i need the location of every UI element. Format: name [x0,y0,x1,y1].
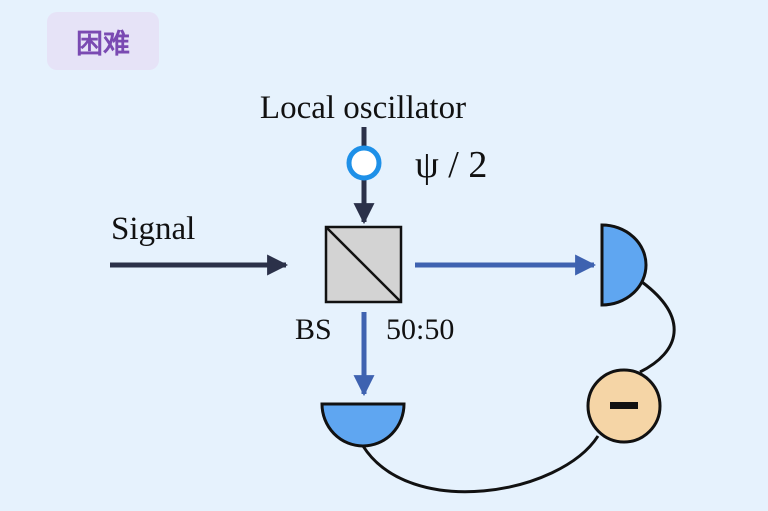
local-oscillator-label: Local oscillator [260,90,466,126]
split-ratio-label: 50:50 [386,313,454,346]
beam-splitter-icon [324,225,403,304]
minus-circle-icon [586,368,662,444]
difficulty-badge: 困难 [47,12,159,70]
beam-splitter-label: BS [295,313,332,346]
phase-shifter-icon [346,145,382,181]
photodetector-right-icon [600,223,648,307]
wire-bottom-detector [361,435,600,494]
photodetector-bottom-icon [320,402,406,448]
phase-label: ψ / 2 [415,144,487,186]
wire-right-detector [639,280,676,374]
difficulty-badge-text: 困难 [76,28,130,60]
signal-label: Signal [111,211,195,247]
